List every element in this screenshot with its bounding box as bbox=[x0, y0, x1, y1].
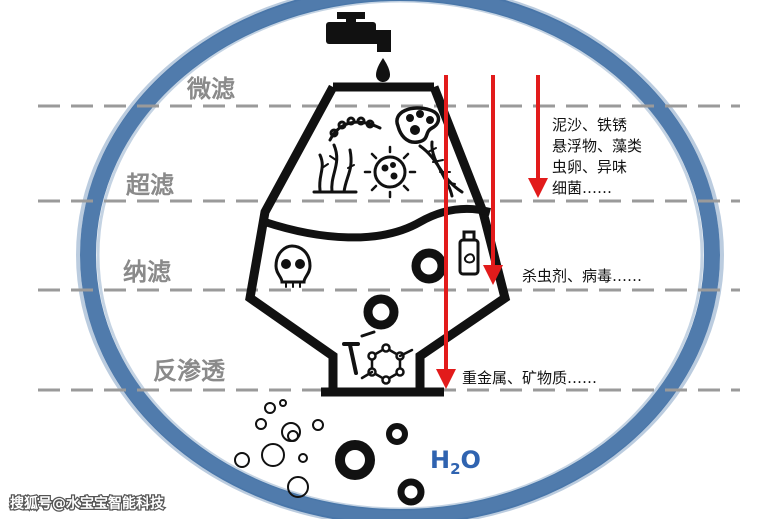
water-drop-icon bbox=[376, 58, 390, 82]
water-tap-icon bbox=[326, 12, 391, 52]
ring-icon bbox=[411, 248, 447, 284]
watermark: 搜狐号@水宝宝智能科技 bbox=[9, 494, 166, 514]
bubble-icon bbox=[255, 418, 267, 430]
virus-icon bbox=[363, 145, 417, 199]
bubble-icon bbox=[312, 419, 324, 431]
bubble-icon bbox=[298, 453, 308, 463]
stage-label-nanofiltration: 纳滤 bbox=[123, 258, 171, 286]
bubble-icon bbox=[264, 402, 276, 414]
ring-icon bbox=[397, 478, 425, 506]
water-level-line bbox=[263, 204, 492, 242]
bubble-icon bbox=[287, 476, 309, 498]
filter-vessel bbox=[245, 82, 511, 397]
stage-label-ultrafiltration: 超滤 bbox=[126, 171, 174, 199]
stage-label-microfiltration: 微滤 bbox=[186, 75, 235, 103]
ring-icon bbox=[335, 440, 375, 480]
removed-list-nanofiltration: 杀虫剂、病毒…… bbox=[522, 267, 642, 285]
skull-icon bbox=[274, 244, 312, 288]
pesticide-spray-icon bbox=[458, 230, 480, 276]
removed-line: 细菌…… bbox=[552, 179, 612, 197]
molecule-icon bbox=[360, 343, 414, 385]
bubble-icon bbox=[261, 443, 285, 467]
formula-h: H bbox=[430, 446, 450, 474]
formula-subscript: 2 bbox=[450, 460, 460, 478]
worm-icon bbox=[328, 116, 382, 142]
watermark-text: 搜狐号@水宝宝智能科技 bbox=[10, 495, 165, 512]
stage-label-reverse-osmosis: 反渗透 bbox=[153, 357, 226, 385]
dna-icon bbox=[418, 140, 464, 198]
bubble-icon bbox=[279, 399, 287, 407]
ring-icon bbox=[386, 423, 408, 445]
bubble-icon bbox=[234, 452, 250, 468]
palette-icon bbox=[395, 106, 441, 144]
formula-o: O bbox=[461, 446, 481, 474]
bubble-icon bbox=[287, 430, 299, 442]
background-ring bbox=[76, 0, 724, 519]
ring-icon bbox=[363, 294, 399, 330]
algae-icon bbox=[312, 143, 358, 194]
removed-line: 悬浮物、藻类 bbox=[552, 137, 642, 155]
removed-list-reverse-osmosis: 重金属、矿物质…… bbox=[462, 369, 597, 387]
product-formula: H2O bbox=[430, 446, 481, 478]
nail-icon bbox=[342, 330, 376, 375]
removed-line: 虫卵、异味 bbox=[552, 158, 627, 176]
removed-line: 泥沙、铁锈 bbox=[552, 116, 627, 134]
removed-list-microfiltration: 泥沙、铁锈 悬浮物、藻类 虫卵、异味 细菌…… bbox=[552, 116, 647, 197]
